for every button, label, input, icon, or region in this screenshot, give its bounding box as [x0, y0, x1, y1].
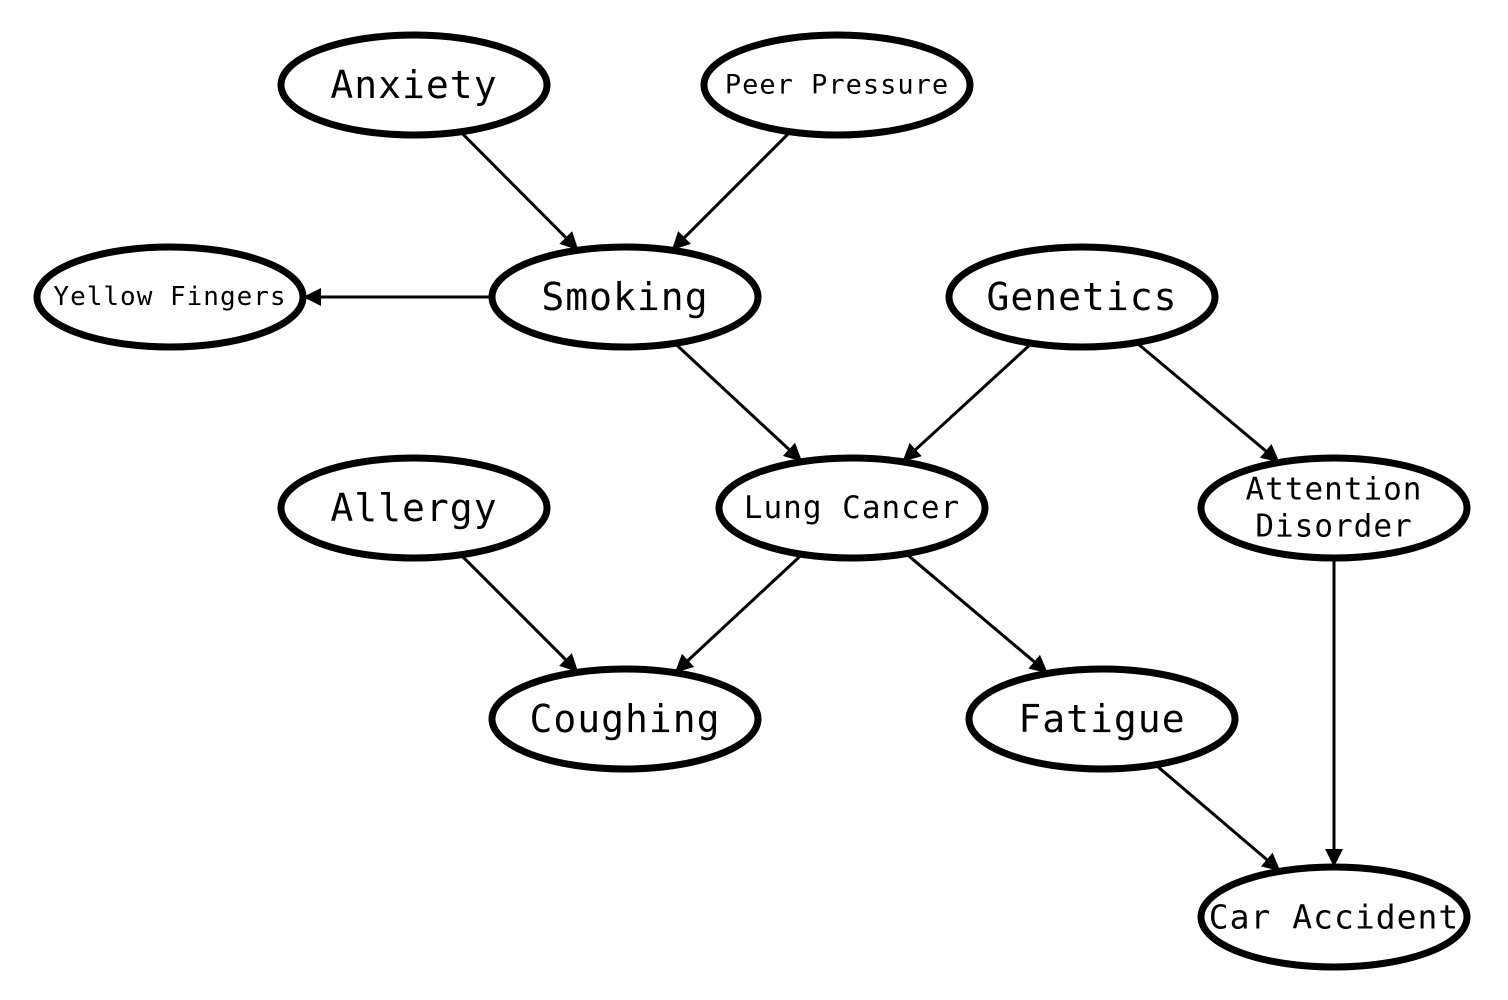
edges-layer: [303, 130, 1343, 873]
node-coughing: Coughing: [488, 665, 762, 773]
edge-fatigue-to-car-accident: [1154, 763, 1282, 873]
edge-smoking-to-lung-cancer: [673, 342, 804, 463]
node-ellipse: [1197, 454, 1471, 562]
node-ellipse: [965, 665, 1239, 773]
edge-allergy-to-coughing: [459, 553, 580, 674]
node-anxiety: Anxiety: [277, 31, 551, 139]
node-ellipse: [277, 454, 551, 562]
node-label: Lung Cancer: [744, 490, 960, 526]
node-label: Coughing: [529, 697, 720, 741]
node-ellipse: [1197, 863, 1471, 971]
node-ellipse: [945, 243, 1219, 351]
node-label: Fatigue: [1018, 697, 1185, 741]
node-genetics: Genetics: [945, 243, 1219, 351]
node-ellipse: [715, 454, 989, 562]
edge-genetics-to-attention-disorder: [1135, 341, 1281, 464]
node-ellipse: [700, 31, 974, 139]
node-label: Peer Pressure: [725, 70, 949, 101]
node-label: Yellow Fingers: [53, 282, 286, 312]
node-label: Smoking: [541, 275, 708, 319]
node-ellipse: [488, 665, 762, 773]
node-label: Allergy: [330, 486, 497, 530]
node-ellipse: [488, 243, 762, 351]
node-ellipse: [277, 31, 551, 139]
node-allergy: Allergy: [277, 454, 551, 562]
edge-peer-pressure-to-smoking: [670, 130, 792, 252]
node-smoking: Smoking: [488, 243, 762, 351]
node-ellipse: [33, 243, 307, 351]
node-lung-cancer: Lung Cancer: [715, 454, 989, 562]
node-car-accident: Car Accident: [1197, 863, 1471, 971]
node-fatigue: Fatigue: [965, 665, 1239, 773]
node-label-line: Disorder: [1255, 509, 1412, 545]
node-yellow-fingers: Yellow Fingers: [33, 243, 307, 351]
node-label: Genetics: [986, 275, 1177, 319]
node-label: Anxiety: [330, 63, 497, 107]
node-peer-pressure: Peer Pressure: [700, 31, 974, 139]
edge-genetics-to-lung-cancer: [901, 342, 1033, 463]
edge-anxiety-to-smoking: [459, 130, 580, 252]
node-label-line: Attention: [1246, 471, 1423, 507]
node-label: Car Accident: [1209, 898, 1459, 937]
edge-lung-cancer-to-fatigue: [905, 552, 1049, 675]
edge-lung-cancer-to-coughing: [673, 553, 804, 674]
